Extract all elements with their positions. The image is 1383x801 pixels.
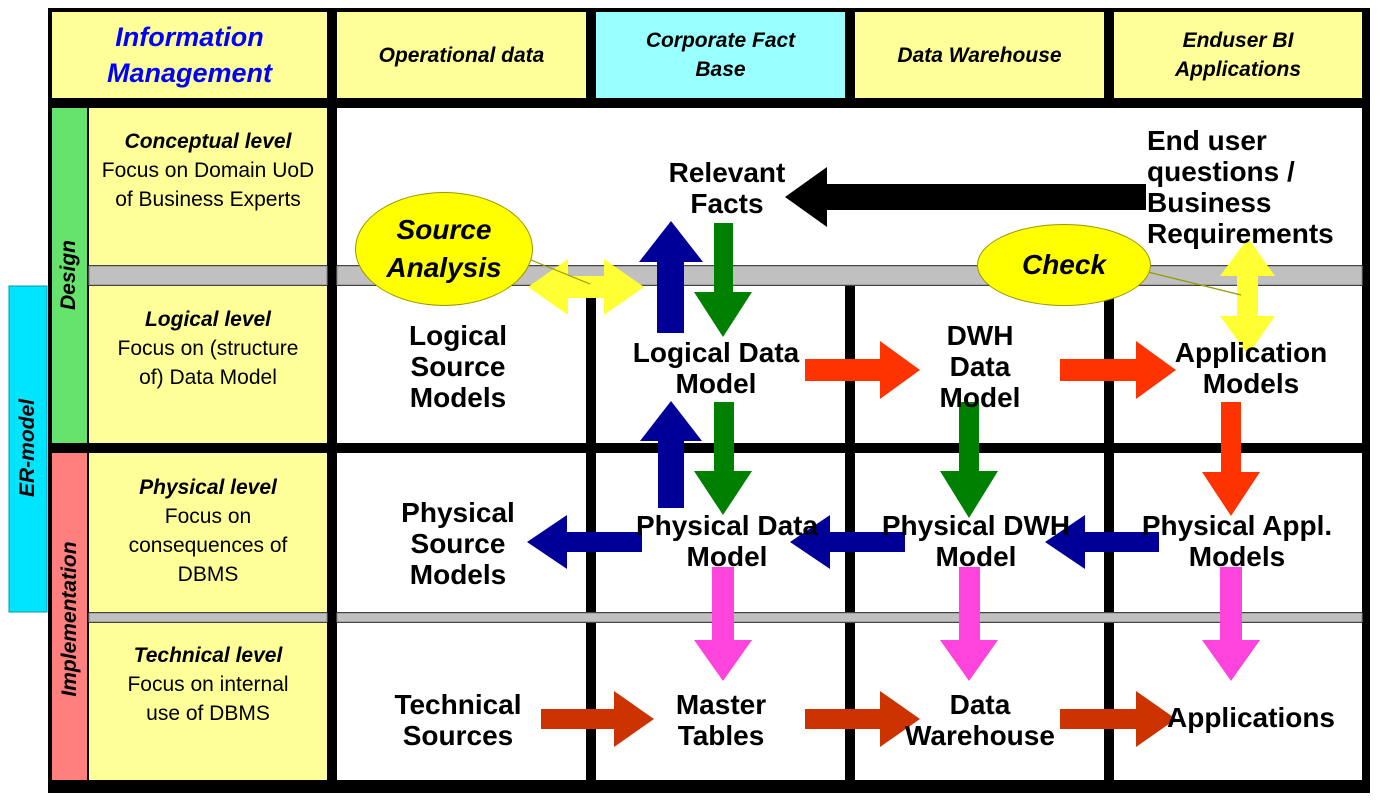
level-desc: Focus on internal use of DBMS [127,673,289,725]
level-cell-conceptual [89,108,327,265]
column-header-corporate: Corporate Fact Base [645,29,796,81]
level-title: Physical level [139,476,277,499]
er-model-bar [8,285,48,613]
relevant-facts: Relevant Facts [668,157,786,219]
level-cell-logical [89,286,327,443]
level-desc: Focus on (structure of) Data Model [117,337,299,389]
logical-data-model: Logical Data Model [632,337,800,399]
level-technical: Technical level Focus on internal use of… [110,641,306,728]
column-header-enduser: Enduser BI Applications [1174,29,1301,81]
applications: Applications [1166,702,1336,733]
header-title-bg [52,12,327,98]
technical-sources: Technical Sources [394,689,522,751]
arrow-check-double [1220,238,1275,355]
header-enduser-bg [1114,12,1362,98]
master-tables: Master Tables [675,689,767,751]
separator-main-bottom [336,612,1363,623]
level-desc: Focus on consequences of DBMS [128,505,288,586]
arrow-down-application-to-physical [1202,402,1260,516]
level-conceptual: Conceptual level Focus on Domain UoD of … [100,127,316,214]
level-logical: Logical level Focus on (structure of) Da… [110,305,306,392]
implementation-strip [52,453,87,780]
logical-source-models: Logical Source Models [408,320,507,413]
arrow-master-to-warehouse [805,691,920,747]
data-warehouse: Data Warehouse [905,689,1055,751]
level-cell-physical [89,453,327,612]
arrow-technical-to-master [541,691,654,747]
arrow-down-to-applications [1202,567,1260,681]
page-title: Information Management [106,22,273,88]
level-cell-technical [89,623,327,780]
arrow-down-dwh-model-to-physical [940,402,998,518]
application-models: Application Models [1174,337,1328,399]
arrow-requirements-to-facts [785,167,1146,227]
physical-data-model: Physical Data Model [635,510,819,572]
separator-left-bottom [88,612,328,623]
dwh-data-model: DWH Data Model [939,320,1021,413]
arrow-source-analysis-double [528,259,644,315]
level-title: Logical level [144,308,272,331]
column-header-dwh: Data Warehouse [897,43,1062,67]
column-header-operational: Operational data [378,43,545,67]
header-operational-bg [337,12,586,98]
header-corporate-bg [596,12,845,98]
physical-appl-models: Physical Appl. Models [1141,510,1333,572]
arrow-down-logical-to-physical [694,402,752,515]
check-oval: Check [977,224,1151,306]
arrow-down-to-master-tables [694,567,752,681]
arrow-appl-to-physical-dwh [1045,515,1159,569]
arrow-dwh-to-application [1060,341,1176,399]
separator-left-top [88,265,328,286]
arrow-up-logical-to-facts [639,221,703,333]
arrow-warehouse-to-applications [1060,691,1176,747]
level-physical: Physical level Focus on consequences of … [100,473,316,589]
physical-source-models: Physical Source Models [401,497,515,590]
arrow-up-physical-to-logical [640,401,702,508]
arrow-down-facts-to-logical [694,223,752,337]
physical-dwh-model: Physical DWH Model [881,510,1071,572]
arrow-physical-to-source [527,515,642,569]
level-title: Technical level [133,644,283,667]
end-user-questions: End user questions / Business Requiremen… [1147,125,1334,249]
arrow-logical-to-dwh [805,341,920,399]
source-analysis-oval: Source Analysis [355,192,533,306]
header-dwh-bg [855,12,1104,98]
arrow-dwh-to-physical-data [790,515,905,569]
level-title: Conceptual level [124,130,292,153]
arrow-down-to-data-warehouse [940,567,998,681]
design-strip [52,108,87,443]
level-desc: Focus on Domain UoD of Business Experts [101,159,315,211]
